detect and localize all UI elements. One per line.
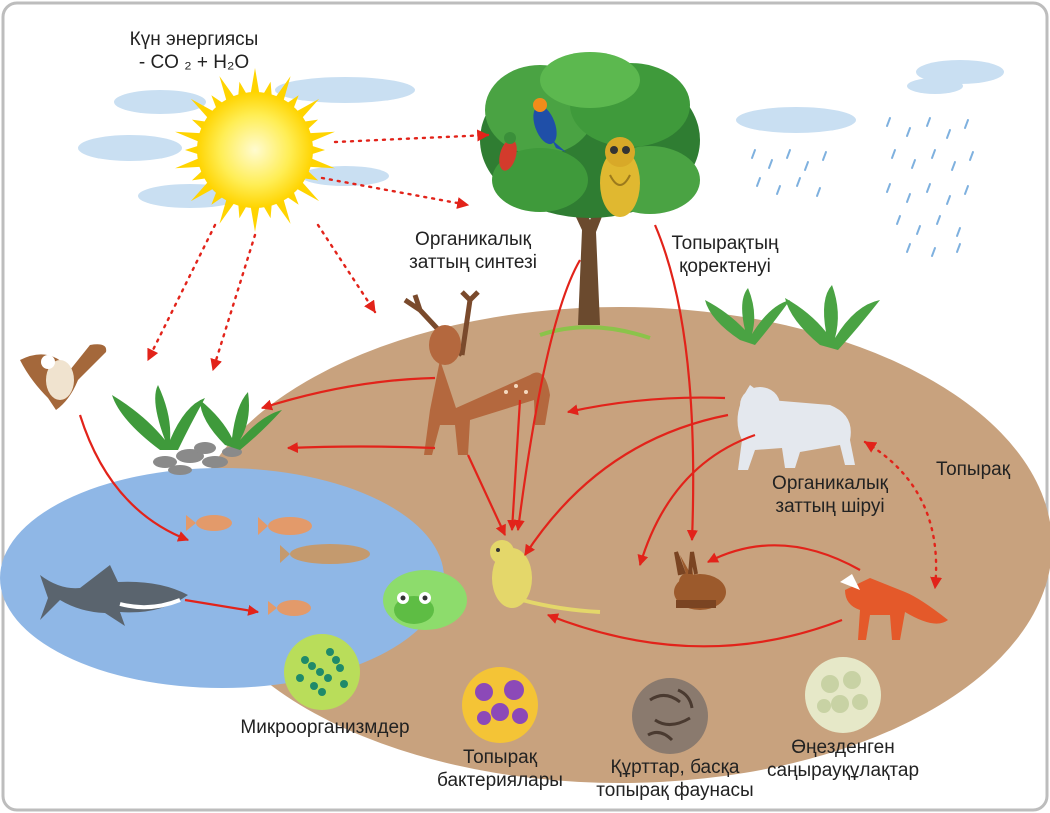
label-soil: Топырақ — [918, 458, 1028, 481]
sun-icon — [175, 68, 335, 232]
rain-icon — [751, 117, 974, 257]
label-sun-energy: Күн энергиясы - CO ₂ + H₂O — [94, 28, 294, 74]
label-microorganisms: Микроорганизмдер — [220, 716, 430, 739]
frog-icon — [383, 570, 467, 630]
sun-ray — [295, 181, 320, 202]
sun-ray — [250, 205, 260, 232]
label-spores-line1: Өңезденген — [791, 737, 895, 758]
label-sun-energy-line1: Күн энергиясы — [129, 29, 259, 50]
sun-ray — [219, 198, 235, 224]
sun-ray — [185, 145, 200, 155]
owl-icon — [600, 137, 640, 217]
label-worms: Құрттар, басқа топырақ фаунасы — [590, 756, 760, 802]
energy-arrows — [146, 129, 943, 590]
sun-ray — [308, 158, 335, 169]
plant-icon — [112, 385, 282, 450]
label-soil-nutrition-line1: Топырақтың — [671, 233, 779, 254]
label-soil-text: Топырақ — [935, 459, 1011, 480]
plant-icon — [705, 285, 880, 350]
bacteria-icon — [462, 667, 538, 743]
label-sun-energy-line2: - CO ₂ + H₂O — [138, 52, 250, 73]
label-synthesis-line1: Органикалық — [415, 229, 531, 250]
deer-icon — [403, 290, 550, 455]
hare-icon — [674, 551, 726, 610]
sun-ray — [275, 76, 291, 102]
label-soil-bacteria: Топырақ бактериялары — [425, 746, 575, 792]
sun-ray — [238, 203, 247, 219]
worm-icon — [632, 678, 708, 754]
label-synthesis: Органикалық заттың синтезі — [398, 228, 548, 274]
microbe-icon — [284, 634, 360, 710]
fox-icon — [840, 574, 948, 640]
sun-ray — [263, 81, 272, 97]
water-pond — [0, 468, 444, 688]
label-synthesis-line2: заттың синтезі — [409, 252, 537, 273]
hawk-icon — [20, 344, 107, 410]
label-soil-bacteria-line1: Топырақ — [462, 747, 538, 768]
mold-icon — [805, 657, 881, 733]
sun-ray — [190, 98, 215, 119]
sun-ray — [275, 198, 291, 224]
wolf-icon — [737, 385, 855, 470]
sun-ray — [250, 68, 260, 95]
sun-ray — [310, 145, 325, 155]
sun-ray — [238, 81, 247, 97]
sun-ray — [219, 76, 235, 102]
label-spores-line2: саңырауқұлақтар — [766, 760, 920, 781]
sun-ray — [263, 203, 272, 219]
label-decomposition-line1: Органикалық — [772, 473, 888, 494]
bird-icon — [499, 98, 566, 171]
label-worms-line2: топырақ фаунасы — [596, 780, 754, 801]
label-soil-bacteria-line2: бактериялары — [437, 770, 563, 791]
label-decomposition-line2: заттың шіруі — [775, 496, 885, 517]
label-decomposition: Органикалық заттың шіруі — [760, 472, 900, 518]
flow-arrows — [78, 224, 861, 648]
label-worms-line1: Құрттар, басқа — [610, 757, 740, 778]
sun-ray — [190, 181, 215, 202]
sun-ray — [175, 158, 202, 169]
label-soil-nutrition: Топырақтың қоректенуі — [660, 232, 790, 278]
cloud-icon — [78, 60, 1004, 208]
rodent-icon — [490, 540, 601, 614]
label-spores: Өңезденген саңырауқұлақтар — [758, 736, 928, 782]
sun-ray — [295, 98, 320, 119]
sun-ray — [308, 131, 335, 142]
label-microorganisms-text: Микроорганизмдер — [240, 717, 410, 738]
shark-icon — [40, 565, 188, 626]
stones-icon — [153, 442, 242, 475]
sun-ray — [175, 131, 202, 142]
fish-icon — [186, 515, 370, 616]
label-soil-nutrition-line2: қоректенуі — [679, 256, 771, 277]
